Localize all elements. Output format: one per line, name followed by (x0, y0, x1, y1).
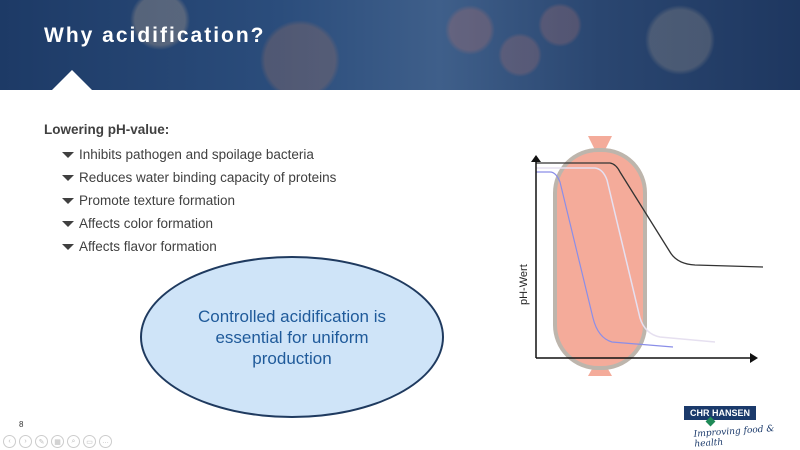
bullet-triangle-icon (62, 243, 74, 250)
callout-text: Controlled acidification is essential fo… (197, 306, 387, 368)
ph-diagram: pH-Wert (518, 136, 764, 376)
slides-icon[interactable]: ▦ (51, 435, 64, 448)
bullet-text: Promote texture formation (79, 193, 236, 208)
pen-icon[interactable]: ✎ (35, 435, 48, 448)
bullet-text: Reduces water binding capacity of protei… (79, 170, 337, 185)
slide-title: Why acidification? (44, 24, 266, 47)
previous-icon[interactable]: ‹ (3, 435, 16, 448)
y-axis-label: pH-Wert (518, 264, 530, 305)
callout-ellipse: Controlled acidification is essential fo… (140, 256, 444, 418)
bullet-triangle-icon (62, 220, 74, 227)
banner-notch (52, 70, 92, 90)
bullet-item: Inhibits pathogen and spoilage bacteria (62, 143, 336, 166)
bullet-item: Affects flavor formation (62, 235, 336, 258)
subtitles-icon[interactable]: ▭ (83, 435, 96, 448)
header-banner (0, 0, 800, 90)
page-number: 8 (19, 420, 24, 429)
logo-tagline: Improving food & health (693, 424, 775, 450)
bullet-text: Inhibits pathogen and spoilage bacteria (79, 147, 314, 162)
sausage (553, 148, 647, 370)
zoom-icon[interactable]: ⌕ (67, 435, 80, 448)
sausage-tie-top (588, 136, 612, 152)
more-icon[interactable]: … (99, 435, 112, 448)
black-curve (536, 162, 764, 268)
bullet-text: Affects flavor formation (79, 239, 217, 254)
bullet-item: Affects color formation (62, 212, 336, 235)
next-icon[interactable]: › (19, 435, 32, 448)
light-curve (536, 167, 716, 343)
bullet-triangle-icon (62, 197, 74, 204)
content-heading: Lowering pH-value: (44, 122, 170, 137)
y-axis-arrow (531, 155, 541, 162)
bullet-text: Affects color formation (79, 216, 214, 231)
blue-curve (536, 171, 674, 348)
chr-hansen-logo: CHR HANSEN (684, 406, 756, 420)
bullet-triangle-icon (62, 174, 74, 181)
viewer-nav: ‹ › ✎ ▦ ⌕ ▭ … (3, 435, 112, 448)
x-axis-arrow (750, 353, 758, 363)
bullet-content: Lowering pH-value: Inhibits pathogen and… (44, 122, 336, 258)
bullet-triangle-icon (62, 151, 74, 158)
bullet-item: Promote texture formation (62, 189, 336, 212)
bullet-item: Reduces water binding capacity of protei… (62, 166, 336, 189)
